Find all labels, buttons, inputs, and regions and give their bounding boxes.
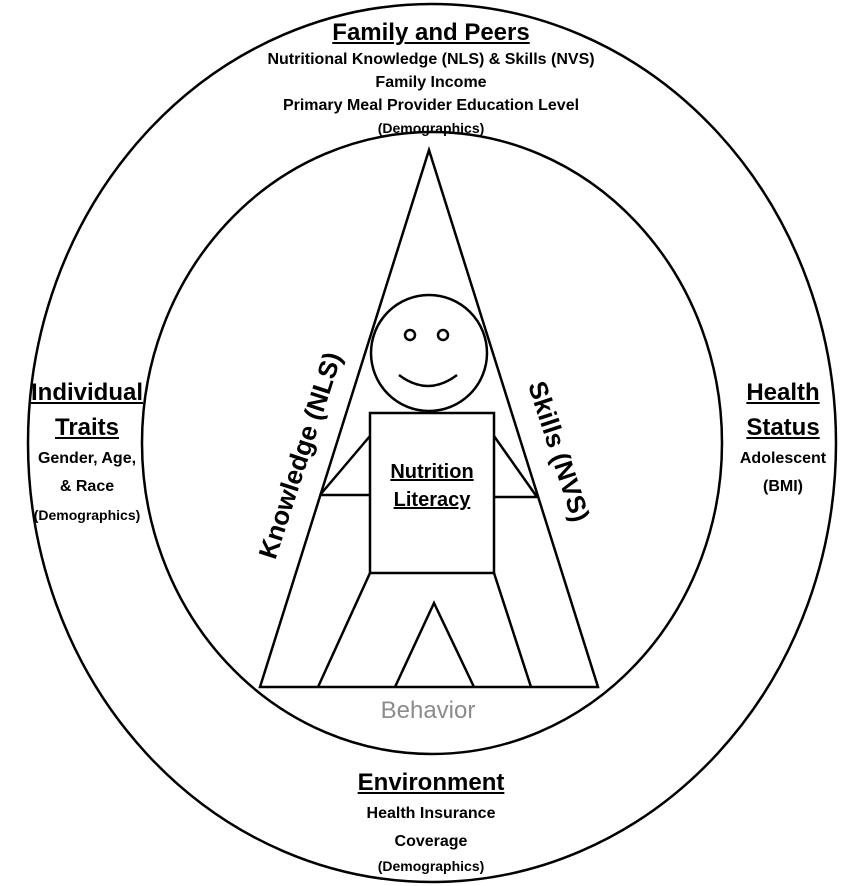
family-and-peers-title: Family and Peers [332,19,530,46]
nutrition-literacy-label: Nutrition Literacy [370,458,494,514]
figure-left-leg-outer [316,572,372,688]
family-line-education: Primary Meal Provider Education Level [282,97,580,114]
health-title-line2: Status [746,414,820,441]
family-and-peers-section: Family and Peers Nutritional Knowledge (… [231,18,631,140]
figure-smile [398,374,458,388]
family-line-demographics: (Demographics) [377,120,485,136]
behavior-label: Behavior [381,697,476,724]
outer-circle [26,2,838,884]
figure-legs-inner [393,600,476,688]
figure-left-arm-upper [319,435,371,496]
environment-line-demographics: (Demographics) [377,858,485,874]
individual-line-gender-age: Gender, Age, [37,450,137,467]
family-line-income: Family Income [375,74,487,91]
nutrition-literacy-line2: Literacy [393,489,471,511]
health-title-line1: Health [746,379,820,406]
inner-circle [140,130,724,756]
figure-right-eye [436,328,450,342]
health-line-bmi: (BMI) [763,478,803,495]
environment-section: Environment Health Insurance Coverage (D… [281,766,581,876]
individual-title-line1: Individual [30,379,143,406]
environment-line-insurance: Health Insurance [366,805,496,822]
figure-head [369,293,489,413]
health-line-adolescent: Adolescent [739,450,827,467]
health-status-section: Health Status Adolescent (BMI) [728,375,838,501]
environment-title: Environment [357,769,505,796]
figure-right-leg-outer [492,572,533,688]
environment-line-coverage: Coverage [394,833,468,850]
individual-traits-section: Individual Traits Gender, Age, & Race (D… [14,375,160,529]
skills-label: Skills (NVS) [522,377,596,525]
family-line-knowledge: Nutritional Knowledge (NLS) & Skills (NV… [267,51,595,68]
nutrition-literacy-line1: Nutrition [390,461,474,483]
figure-left-eye [403,328,417,342]
individual-title-line2: Traits [54,414,120,441]
knowledge-skills-triangle [258,145,600,689]
individual-line-demographics: (Demographics) [33,507,141,523]
stick-figure [316,293,539,688]
individual-line-race: & Race [59,478,115,495]
figure-right-arm-upper [492,435,539,498]
figure-body [368,411,496,575]
